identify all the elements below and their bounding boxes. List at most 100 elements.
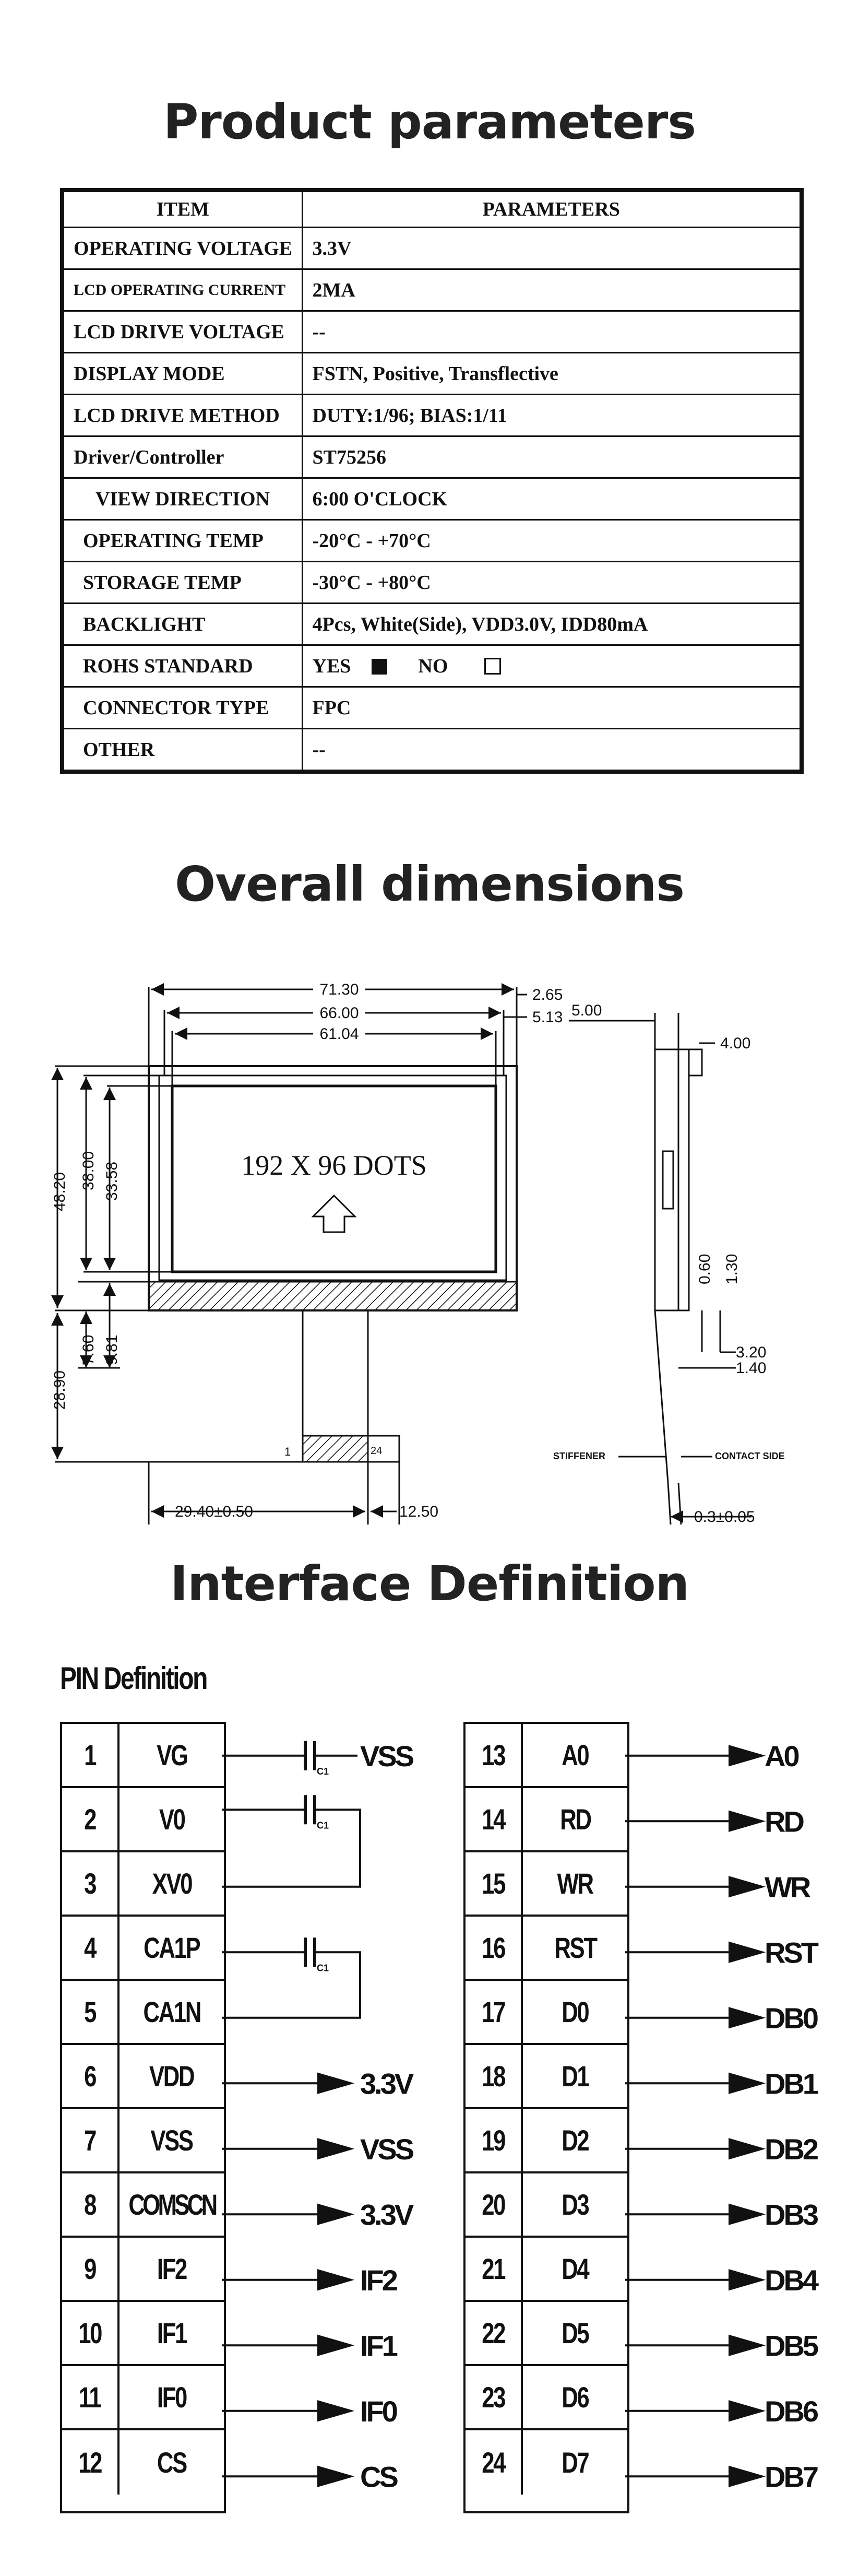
pin-name: VDD [149, 2060, 195, 2093]
arrow-icon [317, 2334, 355, 2356]
pin-number: 18 [466, 2045, 523, 2107]
pin-number: 19 [466, 2109, 523, 2171]
dots-label: 192 X 96 DOTS [241, 1150, 427, 1181]
fpc-contact [302, 1435, 369, 1463]
param-item: LCD OPERATING CURRENT [61, 268, 303, 312]
connection-label: 3.3V [360, 2067, 414, 2100]
svg-text:1.40: 1.40 [736, 1360, 766, 1377]
up-arrow-icon [311, 1194, 357, 1233]
param-item: ROHS STANDARD [61, 644, 303, 688]
connection-label: VSS [360, 1740, 414, 1773]
pin-number: 10 [62, 2302, 120, 2364]
arrow-icon [729, 2203, 766, 2225]
pin-definition-title: PIN Definition [60, 1661, 208, 1696]
rohs-yes-label: YES [312, 655, 351, 677]
viewing-area [171, 1084, 497, 1273]
pin-name: CS [157, 2446, 187, 2479]
pin-row: 21 D4 [466, 2238, 627, 2302]
svg-text:7.60: 7.60 [80, 1335, 97, 1365]
pin-name: VSS [150, 2124, 194, 2157]
header-parameters: PARAMETERS [301, 189, 803, 228]
pin-name: D1 [562, 2060, 589, 2093]
svg-text:C1: C1 [317, 1820, 329, 1830]
connection-label: DB5 [765, 2329, 818, 2362]
pin-name: A0 [562, 1739, 589, 1771]
param-value: 6:00 O'CLOCK [301, 477, 803, 521]
dimension-drawing: 192 X 96 DOTS 1 24 71.30 66.00 61.04 2.6… [51, 979, 785, 1526]
header-item: ITEM [61, 189, 303, 228]
pin-name: COMSCN [128, 2188, 218, 2221]
pin-row: 19 D2 [466, 2109, 627, 2173]
pin-number: 21 [466, 2238, 523, 2300]
pin-number: 6 [62, 2045, 120, 2107]
overall-dimensions-title: Overall dimensions [174, 856, 685, 912]
pin-name: CA1N [143, 1995, 201, 2028]
pin-row: 17 D0 [466, 1981, 627, 2045]
pin-number: 17 [466, 1981, 523, 2043]
param-value: 4Pcs, White(Side), VDD3.0V, IDD80mA [301, 602, 803, 646]
pin-name: D0 [562, 1995, 589, 2028]
module-outline [148, 1065, 518, 1311]
param-value: ST75256 [301, 435, 803, 479]
pin-name: D2 [562, 2124, 589, 2157]
param-row: OTHER-- [61, 728, 803, 773]
pin-row: 18 D1 [466, 2045, 627, 2109]
connection-label: RST [765, 1936, 819, 1969]
connection-label: 3.3V [360, 2198, 414, 2231]
svg-text:66.00: 66.00 [319, 1005, 359, 1022]
svg-text:1.30: 1.30 [723, 1254, 741, 1284]
pin-name: D7 [562, 2446, 589, 2479]
svg-text:28.90: 28.90 [51, 1370, 68, 1410]
arrow-icon [729, 2007, 766, 2029]
param-value: -- [301, 728, 803, 773]
lcd-glass [158, 1074, 507, 1281]
pin-row: 2 V0 [62, 1788, 224, 1852]
param-item: Driver/Controller [61, 435, 303, 479]
arrow-icon [317, 2269, 355, 2291]
pin-number: 8 [62, 2173, 120, 2236]
svg-text:C1: C1 [317, 1963, 329, 1973]
pin-row: 6 VDD [62, 2045, 224, 2109]
connection-label: IF0 [360, 2395, 397, 2428]
param-item: DISPLAY MODE [61, 352, 303, 395]
svg-text:9.81: 9.81 [103, 1335, 121, 1365]
param-item: LCD DRIVE METHOD [61, 394, 303, 437]
connection-label: DB0 [765, 2002, 818, 2035]
pin-name: D4 [562, 2252, 589, 2285]
svg-text:48.20: 48.20 [51, 1172, 68, 1211]
svg-text:38.00: 38.00 [80, 1151, 97, 1190]
pin-name: CA1P [144, 1931, 201, 1964]
pin-number: 12 [62, 2430, 120, 2495]
svg-text:0.60: 0.60 [696, 1254, 713, 1284]
pin-name: V0 [159, 1803, 186, 1836]
param-row-rohs: ROHS STANDARD YES NO [61, 644, 803, 688]
pin-number: 2 [62, 1788, 120, 1850]
fpc-end-box [367, 1435, 400, 1463]
arrow-icon [317, 2465, 355, 2487]
product-parameters-title: Product parameters [163, 94, 696, 150]
connection-label: VSS [360, 2133, 414, 2166]
param-item: VIEW DIRECTION [61, 477, 303, 521]
arrow-icon [317, 2138, 355, 2160]
svg-text:4.00: 4.00 [720, 1035, 750, 1052]
connection-label: RD [765, 1805, 804, 1838]
svg-text:33.58: 33.58 [103, 1162, 121, 1201]
rohs-no-label: NO [418, 655, 448, 677]
connection-label: DB4 [765, 2264, 819, 2297]
pin-number: 4 [62, 1917, 120, 1979]
pin-number: 23 [466, 2366, 523, 2428]
arrow-icon [729, 2400, 766, 2422]
pin-number: 22 [466, 2302, 523, 2364]
arrow-icon [729, 2072, 766, 2094]
arrow-icon [729, 1876, 766, 1898]
